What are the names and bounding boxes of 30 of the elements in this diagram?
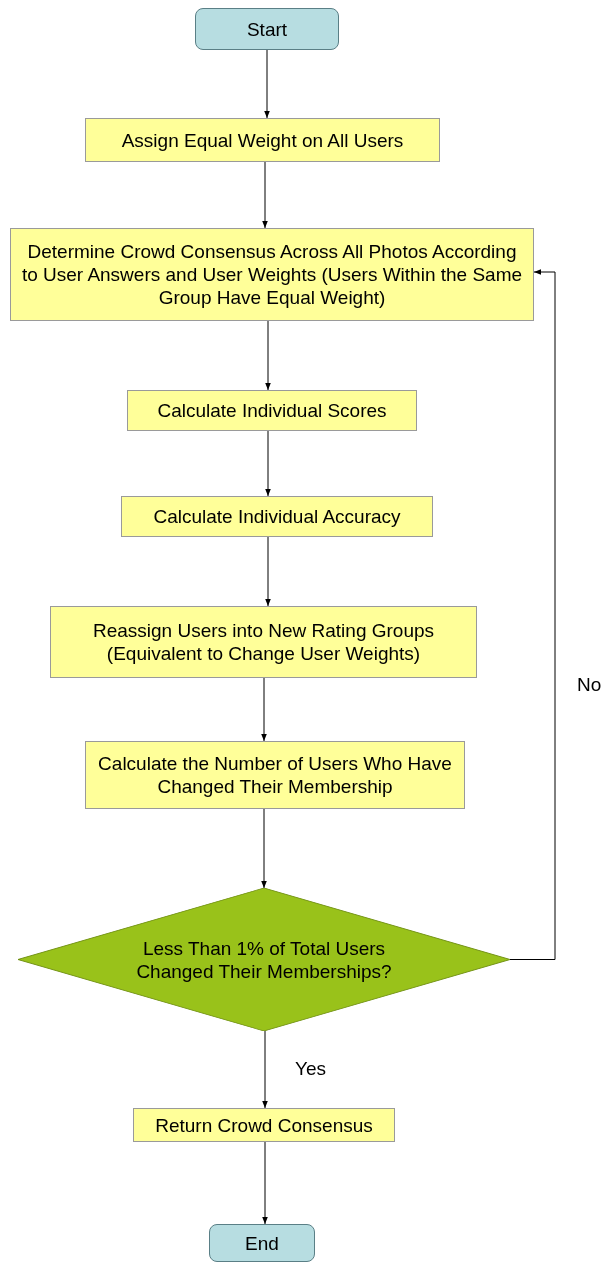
arrow	[261, 677, 267, 742]
node-text: Calculate Individual Scores	[157, 399, 387, 422]
process-box	[10, 228, 534, 321]
node-text: Reassign Users into New Rating Groups (Equivalent to Change User Weights)	[91, 619, 436, 665]
process-box	[85, 741, 465, 809]
process-box	[85, 118, 440, 162]
arrow	[265, 320, 271, 391]
terminal-box	[195, 8, 339, 50]
node-text: Return Crowd Consensus	[155, 1113, 373, 1137]
node-text: Determine Crowd Consensus Across All Photos According to User Answers and User Weights (Users Within the Same Group Have Equal Weight)	[20, 240, 524, 309]
arrow	[262, 1030, 268, 1109]
arrow	[265, 430, 271, 497]
process-box	[133, 1108, 395, 1142]
arrow	[261, 808, 267, 889]
node-text: Start	[246, 17, 288, 41]
node-text: Calculate the Number of Users Who Have Changed Their Membership	[97, 752, 453, 798]
arrow	[265, 536, 271, 607]
terminal-box	[209, 1224, 315, 1262]
node-text: End	[245, 1231, 279, 1255]
node-text: Less Than 1% of Total Users Changed Their Memberships?	[135, 936, 393, 983]
node-text: Assign Equal Weight on All Users	[121, 128, 404, 152]
arrow	[262, 161, 268, 229]
arrow	[509, 269, 556, 960]
decision-diamond	[18, 888, 510, 1031]
arrow	[262, 1141, 268, 1225]
process-box	[50, 606, 477, 678]
node-text: Calculate Individual Accuracy	[153, 505, 401, 528]
process-box	[121, 496, 433, 537]
process-box	[127, 390, 417, 431]
arrow	[264, 49, 270, 119]
